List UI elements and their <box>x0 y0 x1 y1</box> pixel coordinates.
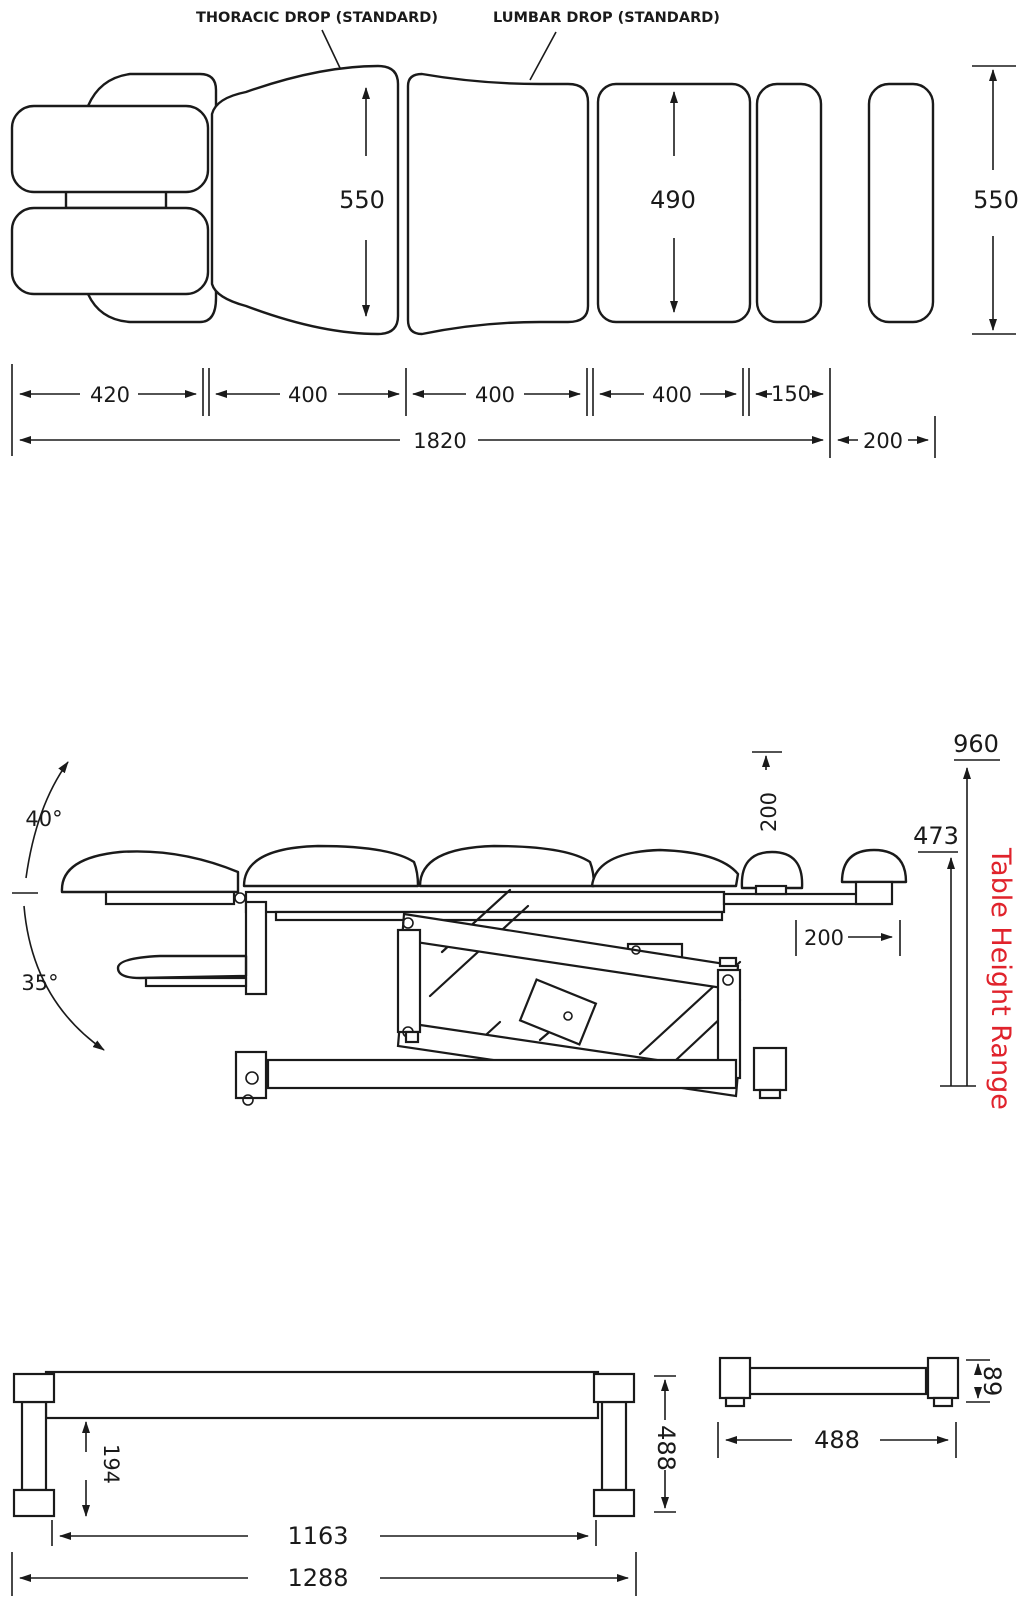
height-max-label: 960 <box>953 730 999 758</box>
head-section <box>10 72 218 324</box>
foot-length-label: 150 <box>771 382 811 406</box>
actuator-motor <box>518 978 598 1046</box>
section-length-dimensions: 420 400 400 400 150 <box>11 364 936 458</box>
lumbar-leader-line <box>529 31 557 81</box>
base-left-bottom-foot <box>12 1488 56 1518</box>
head-down-angle-label: 35° <box>21 971 58 995</box>
side-lumbar-cushion <box>418 844 596 888</box>
overall-height-label: 550 <box>973 186 1019 214</box>
head-down-arc <box>23 905 105 1051</box>
base-end-view: 89 488 <box>717 1356 1006 1458</box>
base-right-top-foot <box>592 1372 636 1404</box>
side-base-left-foot <box>234 1050 268 1100</box>
side-view: 40° 35° <box>12 730 1016 1110</box>
height-min-label: 473 <box>913 822 959 850</box>
lumbar-drop-callout: LUMBAR DROP (STANDARD) <box>493 10 720 26</box>
top-view: THORACIC DROP (STANDARD) LUMBAR DROP (ST… <box>10 10 1019 458</box>
foot-pad-mount <box>754 884 788 896</box>
base-right-upright <box>600 1400 628 1492</box>
end-height-label: 89 <box>978 1366 1006 1397</box>
overall-length-label: 1820 <box>413 429 466 453</box>
ankle-extension-label: 200 <box>804 926 844 950</box>
thoracic-height-label: 550 <box>339 186 385 214</box>
ankle-rise-label: 200 <box>757 792 781 832</box>
lumbar-pad <box>406 72 590 336</box>
side-ankle-cushion <box>840 848 908 884</box>
base-cross-beam <box>44 1370 600 1420</box>
head-up-angle-label: 40° <box>25 807 62 831</box>
leg-pad <box>596 82 752 324</box>
ankle-offset-label: 200 <box>863 429 903 453</box>
base-inner-height-label: 194 <box>99 1444 123 1484</box>
base-width-label: 488 <box>652 1425 680 1471</box>
end-view-left-block <box>718 1356 752 1400</box>
end-width-label: 488 <box>814 1426 860 1454</box>
side-leg-cushion <box>590 848 740 888</box>
inner-length-label: 1163 <box>287 1522 348 1550</box>
head-down-plate <box>144 976 248 988</box>
foot-pad <box>755 82 823 324</box>
side-base-beam <box>266 1058 738 1090</box>
side-head-cushion <box>60 850 240 894</box>
caster-wheel <box>242 1094 254 1106</box>
base-right-bottom-foot <box>592 1488 636 1518</box>
upper-scissor-arm <box>400 912 740 992</box>
lumbar-length-label: 400 <box>475 383 515 407</box>
head-pad-upper <box>10 104 210 194</box>
thoracic-pad <box>210 64 400 336</box>
head-pad-lower <box>10 206 210 296</box>
overall-base-length-label: 1288 <box>287 1564 348 1592</box>
deck-lower-rail <box>274 910 724 922</box>
base-left-upright <box>20 1400 48 1492</box>
side-thoracic-cushion <box>242 844 420 888</box>
base-left-top-foot <box>12 1372 56 1404</box>
ankle-pad <box>867 82 935 324</box>
thoracic-leader-line <box>321 29 341 69</box>
head-section-plate <box>104 890 236 906</box>
thoracic-drop-callout: THORACIC DROP (STANDARD) <box>196 10 438 26</box>
leg-length-label: 400 <box>652 383 692 407</box>
side-base-right-foot <box>752 1046 788 1092</box>
scissor-left-post <box>396 928 422 1034</box>
head-hinge <box>234 892 246 904</box>
end-view-beam <box>746 1366 928 1396</box>
thoracic-length-label: 400 <box>288 383 328 407</box>
overall-length-dimensions: 1820 200 <box>19 429 929 453</box>
main-deck-rail <box>244 890 726 914</box>
head-up-arc <box>25 761 69 879</box>
height-range-label: Table Height Range <box>985 847 1016 1110</box>
side-foot-cushion <box>740 850 804 890</box>
head-length-label: 420 <box>90 383 130 407</box>
ankle-pad-mount <box>854 880 894 906</box>
leg-height-label: 490 <box>650 186 696 214</box>
end-view-right-block <box>926 1356 960 1400</box>
base-plan-view: 488 194 1163 1288 <box>11 1370 680 1596</box>
head-support-post <box>244 900 268 996</box>
head-down-cushion <box>116 954 248 980</box>
